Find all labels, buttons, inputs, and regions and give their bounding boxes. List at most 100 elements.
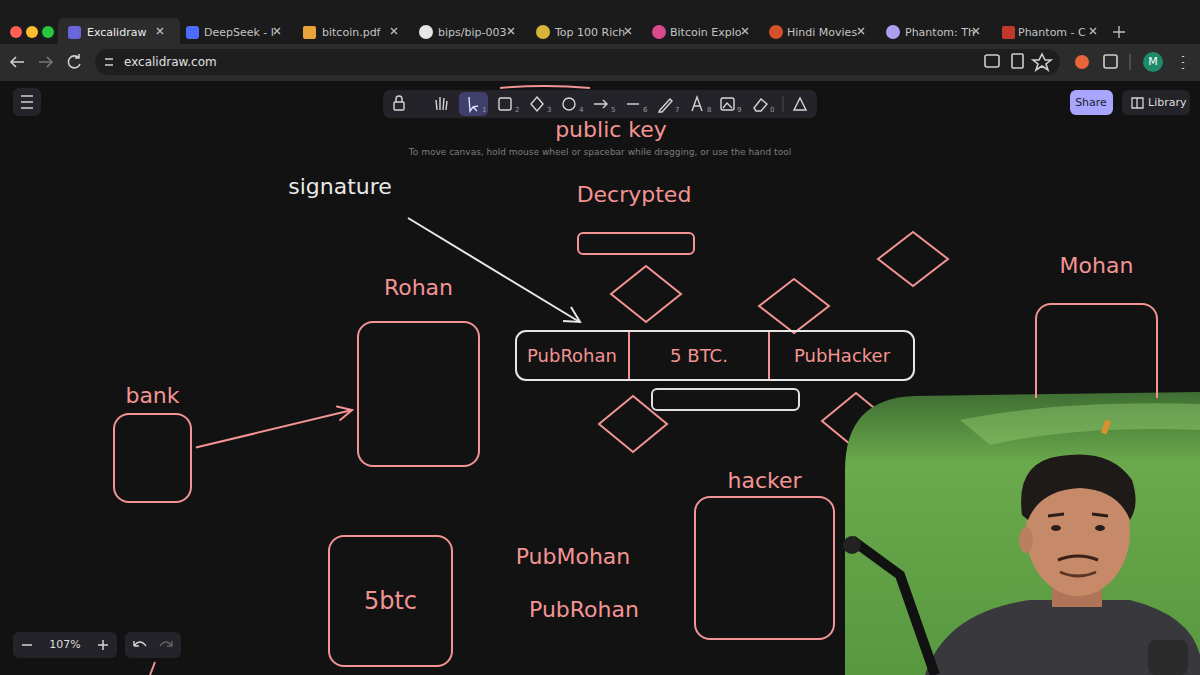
tool-icons bbox=[394, 96, 806, 112]
tab-close bbox=[625, 28, 631, 34]
signature-arrowhead bbox=[563, 307, 580, 322]
library-button bbox=[1122, 90, 1190, 115]
tab-close bbox=[742, 28, 748, 34]
hand-icon bbox=[436, 97, 447, 110]
share-button bbox=[1070, 90, 1113, 115]
tool-shortcut: 0 bbox=[770, 106, 774, 114]
eraser-icon bbox=[754, 99, 767, 111]
pencil-icon bbox=[659, 99, 672, 112]
tab-favicon bbox=[303, 26, 316, 39]
extension-icon bbox=[1104, 55, 1117, 68]
site-icon bbox=[105, 59, 113, 65]
tab-close bbox=[1090, 28, 1096, 34]
lock-icon bbox=[396, 96, 402, 102]
page-icon bbox=[1012, 54, 1023, 68]
diagram-shapes bbox=[150, 86, 948, 675]
person-eye bbox=[1095, 525, 1105, 531]
arrowhead bbox=[337, 406, 352, 420]
toolbar bbox=[383, 90, 817, 118]
tab-close bbox=[274, 28, 280, 34]
band-cell-text: PubHacker bbox=[794, 345, 890, 367]
new-tab bbox=[1113, 26, 1125, 38]
person-box: Rohan bbox=[357, 321, 480, 467]
tab-close bbox=[858, 28, 864, 34]
box-text: 5btc bbox=[364, 587, 417, 616]
menu-button bbox=[13, 88, 41, 116]
menu-icon bbox=[1182, 56, 1184, 69]
tab-title: Hindi Movies bbox=[787, 26, 857, 39]
tool-shortcut: 9 bbox=[737, 106, 741, 114]
tab-title: Phantom - C bbox=[1018, 26, 1086, 39]
extension-badge bbox=[1075, 55, 1089, 69]
share-label: Share bbox=[1075, 96, 1107, 109]
zoom-out-icon bbox=[22, 644, 32, 646]
tool-shortcut: 4 bbox=[579, 106, 583, 114]
tab-favicon bbox=[68, 26, 81, 39]
url-text: excalidraw.com bbox=[124, 55, 217, 69]
tab-title: bitcoin.pdf bbox=[322, 26, 381, 39]
profile-avatar bbox=[1143, 52, 1163, 72]
person-eyebrows bbox=[1048, 514, 1108, 516]
band-divider bbox=[768, 332, 770, 379]
person-ear bbox=[1019, 527, 1033, 553]
box-heading: bank bbox=[125, 383, 179, 409]
transaction-band: PubRohan5 BTC.PubHacker bbox=[515, 330, 915, 381]
band-cell-text: PubRohan bbox=[527, 345, 617, 367]
cursor-icon bbox=[469, 97, 478, 111]
person-hair bbox=[1021, 454, 1135, 520]
microphone bbox=[1148, 640, 1188, 675]
tool-shortcut: 6 bbox=[643, 106, 647, 114]
balance-box: 5btc bbox=[328, 535, 453, 667]
undo-icon bbox=[134, 641, 146, 646]
tab-close bbox=[157, 28, 163, 34]
diagram-label: signature bbox=[288, 174, 392, 200]
band-divider bbox=[628, 332, 630, 379]
tool-shortcut: 8 bbox=[707, 106, 711, 114]
zoom-in-icon bbox=[98, 640, 108, 650]
lock-icon bbox=[394, 102, 404, 110]
diamond bbox=[878, 232, 948, 286]
tab-favicon bbox=[1002, 26, 1015, 39]
webcam-background bbox=[845, 392, 1200, 675]
active-tab bbox=[58, 18, 180, 44]
tool-shortcut: 5 bbox=[611, 106, 615, 114]
empty-box bbox=[578, 233, 694, 254]
line-icon bbox=[627, 103, 639, 104]
nav-icons bbox=[11, 54, 1183, 70]
reload-icon bbox=[68, 54, 80, 68]
tab-favicon bbox=[186, 26, 199, 39]
diamond bbox=[599, 396, 667, 452]
partial-stroke bbox=[150, 662, 155, 675]
avatar-initial: M bbox=[1148, 55, 1158, 68]
diamond-icon bbox=[531, 97, 543, 111]
mic-clamp bbox=[843, 536, 861, 554]
toolbar-separator bbox=[782, 96, 783, 112]
url-field bbox=[95, 49, 1060, 75]
person-eye bbox=[1051, 525, 1061, 531]
diamond bbox=[759, 279, 829, 333]
tool-shortcut: 2 bbox=[515, 106, 519, 114]
library-icon bbox=[1132, 98, 1143, 108]
tab-title: Top 100 Rich bbox=[555, 26, 625, 39]
tab-bar bbox=[0, 0, 1200, 44]
clip bbox=[1101, 419, 1111, 434]
redo-icon bbox=[160, 641, 172, 646]
window-min bbox=[26, 26, 38, 38]
library-label: Library bbox=[1148, 96, 1186, 109]
tab-favicon bbox=[769, 25, 783, 39]
ellipse-icon bbox=[563, 98, 575, 110]
text-tool-icon bbox=[692, 97, 702, 111]
zoom-level: 107% bbox=[49, 638, 80, 651]
tab-title: bips/bip-003 bbox=[438, 26, 506, 39]
tool-shortcut: 3 bbox=[547, 106, 551, 114]
zoom-controls bbox=[13, 632, 117, 658]
shapes-icon bbox=[794, 98, 806, 110]
undo-redo-controls bbox=[125, 632, 181, 658]
tab-favicon bbox=[886, 25, 900, 39]
tab-title: Bitcoin Explo bbox=[670, 26, 741, 39]
tab-title: Excalidraw bbox=[87, 26, 146, 39]
hamburger-icon bbox=[21, 96, 33, 108]
canvas-hint: To move canvas, hold mouse wheel or spac… bbox=[409, 147, 791, 158]
